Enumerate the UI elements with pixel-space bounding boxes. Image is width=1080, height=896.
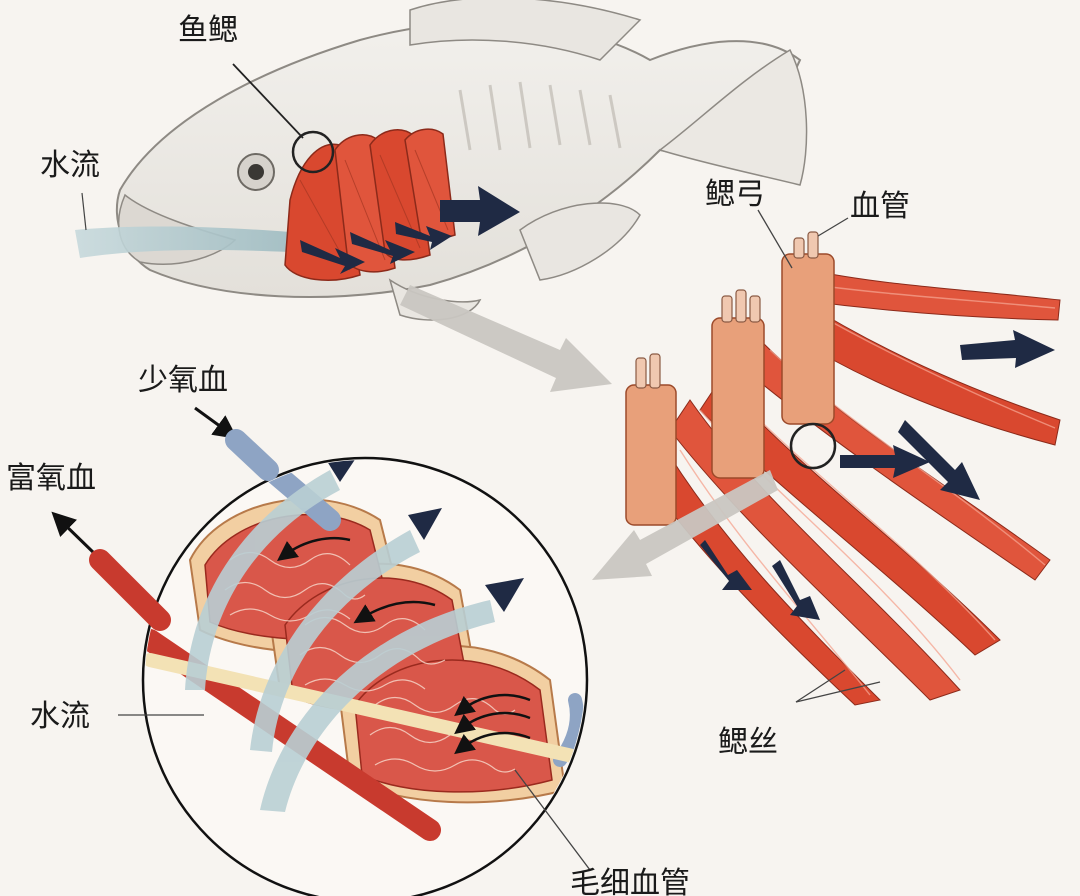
gill-filaments-illustration [625,231,1061,706]
blue-vessel-detail [225,460,341,531]
blue-vessel-outside [225,429,279,481]
fish-gill-leader-line [232,63,304,139]
label-oxygenated-blood: 富氧血 [6,461,96,496]
fish-gill-highlight-circle [291,130,335,174]
label-gill-filaments: 鳃丝 [718,725,778,760]
label-blood-vessel: 血管 [850,189,910,224]
label-capillaries: 毛细血管 [570,866,690,896]
detail-leader-lines [118,714,591,871]
water-stream-mouth [75,226,290,258]
label-gill-arch: 鳃弓 [705,177,765,212]
filament-leader-lines [757,209,881,703]
water-top-leader-line [81,192,87,231]
label-water-flow-top: 水流 [40,148,100,183]
blood-direction-arrows [51,406,238,557]
gill-flow-arrows [300,186,520,274]
label-fish-gill: 鱼鳃 [178,13,238,48]
filament-highlight-circle [789,422,837,470]
zoom-arrow-fish-to-filaments [400,285,612,392]
label-water-flow-bottom: 水流 [30,699,90,734]
magnified-detail [141,456,589,896]
label-deoxygenated-blood: 少氧血 [138,363,228,398]
red-vessel-outside [89,549,171,631]
zoom-arrow-filaments-to-detail [592,470,778,580]
